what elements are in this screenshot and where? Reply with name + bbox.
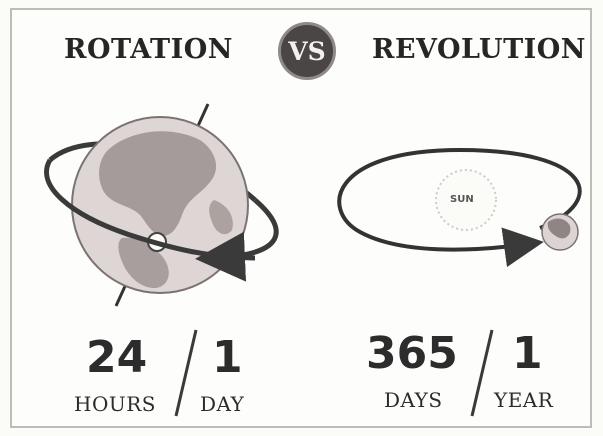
small-earth-icon [542, 214, 578, 250]
rotation-hours-unit: HOURS [74, 392, 156, 416]
sun-label: SUN [450, 194, 474, 205]
rotation-day-unit: DAY [200, 392, 244, 416]
revolution-year-unit: YEAR [494, 388, 553, 412]
revolution-days-unit: DAYS [384, 388, 443, 412]
revolution-days-number: 365 [366, 328, 458, 379]
revolution-year-number: 1 [512, 328, 543, 379]
rotation-hours-number: 24 [86, 332, 147, 383]
left-slash-divider [176, 330, 196, 416]
earth-globe-icon [72, 117, 248, 293]
right-slash-divider [472, 330, 492, 416]
rotation-day-number: 1 [212, 332, 243, 383]
